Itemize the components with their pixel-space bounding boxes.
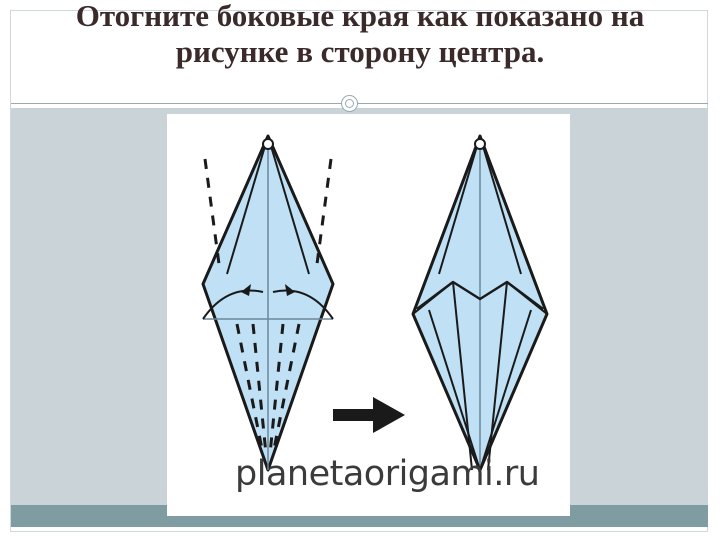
title-divider: [11, 103, 708, 104]
watermark-text: planetaorigami.ru: [235, 454, 540, 494]
origami-diagram: [201, 134, 549, 472]
origami-figure: planetaorigami.ru: [167, 114, 570, 516]
divider-ornament-icon: [341, 95, 358, 112]
origami-step-before: [201, 134, 335, 472]
origami-step-after: [411, 134, 549, 472]
slide-title: Отогните боковые края как показано на ри…: [75, 0, 645, 69]
next-step-arrow-icon: [333, 397, 405, 433]
